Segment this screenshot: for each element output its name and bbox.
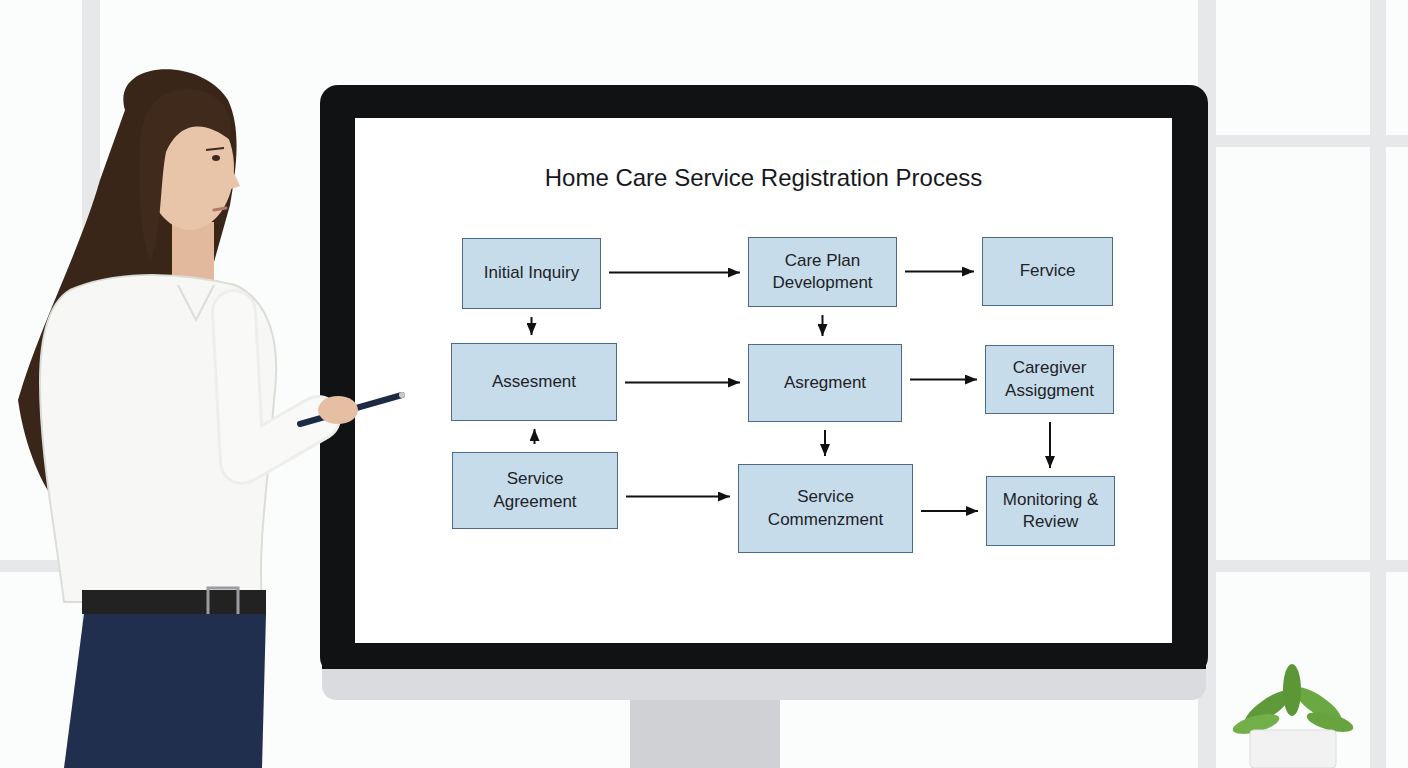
potted-plant [1231,664,1356,768]
presenter-woman [18,69,405,768]
window-mullion [1370,0,1386,768]
monitor-bezel-bottom [322,655,1206,669]
flow-arrow [822,315,824,336]
flow-arrow [609,272,740,274]
box-label: Asregment [784,372,866,394]
process-box: Service Agreement [452,452,618,529]
flow-arrow [534,429,536,444]
monitor-screen [355,118,1172,643]
flow-arrow [921,510,978,512]
eye [212,155,220,161]
flow-arrow [824,430,826,456]
diagram-title: Home Care Service Registration Process [355,164,1172,192]
box-label: Fervice [1020,260,1076,282]
process-box: Monitoring & Review [986,476,1115,546]
hand [318,396,358,424]
monitor-bezel [320,85,1208,675]
flow-arrow [625,382,740,384]
hair-front [139,89,231,262]
pen [300,395,402,424]
process-box: Asregment [748,344,902,422]
process-box: Initial Inquiry [462,238,601,309]
flow-arrow [910,379,977,381]
navy-trousers [64,614,266,768]
shirt-collar [178,285,214,320]
pen-tip [399,392,405,398]
belt-buckle [208,588,238,616]
window-transom [1198,560,1408,572]
flow-arrow [531,317,533,335]
lips [214,208,226,210]
box-label: Caregiver Assiggment [998,357,1101,401]
nose [228,160,240,190]
box-label: Assesment [492,371,576,393]
shirt-sleeve [234,312,318,462]
monitor-chin [322,655,1206,700]
shirt-sleeve-fill [234,312,318,462]
box-label: Service Commenzment [751,486,900,530]
box-label: Initial Inquiry [484,262,579,284]
box-label: Monitoring & Review [999,489,1102,533]
process-box: Assesment [451,343,617,421]
window-transom [1198,135,1408,147]
process-box: Caregiver Assiggment [985,345,1114,414]
eyebrow [206,148,224,150]
box-label: Care Plan Development [761,250,884,294]
flow-arrow [1049,422,1051,468]
process-box: Service Commenzment [738,464,913,553]
monitor-stand [630,690,780,768]
flow-arrow [905,271,974,273]
process-box: Care Plan Development [748,237,897,307]
plant-leaf [1283,664,1301,716]
flow-arrow [626,496,730,498]
process-box: Fervice [982,237,1113,306]
box-label: Service Agreement [465,468,605,512]
plant-pot [1250,730,1336,768]
